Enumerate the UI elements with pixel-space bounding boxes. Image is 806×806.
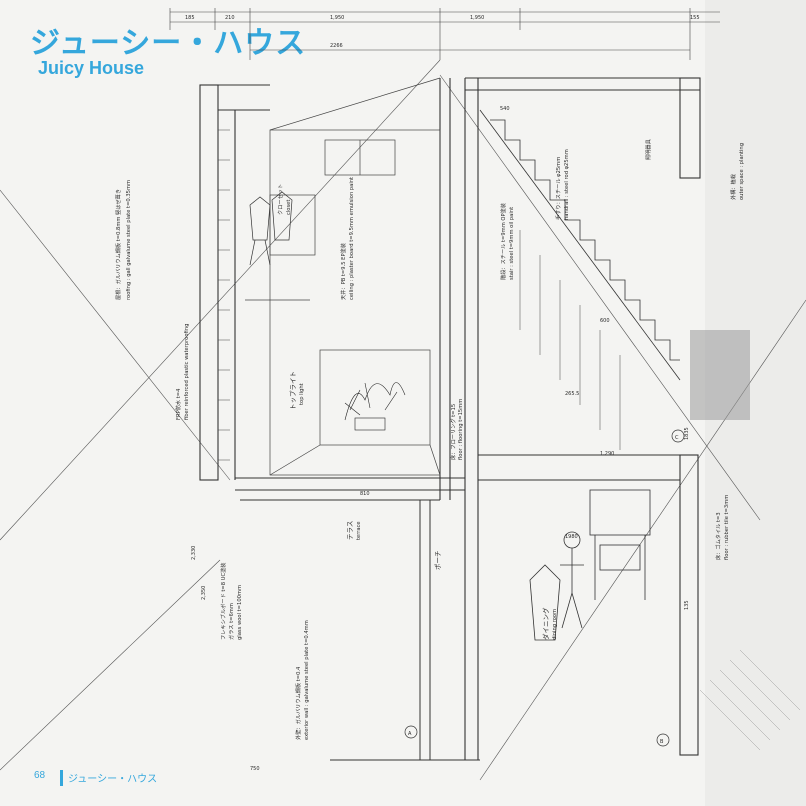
dimension-label: 210 [225, 15, 235, 21]
note-outer-en: outer space : planting [739, 143, 745, 200]
note-floor-2: 床：フローリング t=15 [449, 404, 457, 460]
dining-furniture [529, 489, 651, 641]
dimension-label: 810 [360, 491, 370, 497]
dimension-label: 750 [250, 766, 260, 772]
grid-marker-b: B [660, 739, 664, 745]
note-ceiling: 天井：PB t=9.5 EP塗装 [339, 243, 347, 300]
wall-stud-ticks [218, 129, 230, 461]
interior-perspective-room [245, 77, 441, 476]
top-dimension-lines [169, 8, 720, 60]
note-closet: クローゼット [276, 184, 284, 215]
note-handrail: 手すり：スチール φ25mm [554, 157, 562, 220]
footer-accent-bar [60, 770, 63, 786]
grid-markers [404, 429, 685, 747]
right-building-walls [464, 77, 701, 760]
note-floor-en: fiber reinforced plastic waterproofing [184, 324, 190, 420]
label-terrace-en: terrace [356, 521, 362, 540]
note-wall-3: glass wool t=100mm [237, 585, 243, 640]
grid-marker-a: A [408, 731, 412, 737]
dimension-label: 135 [684, 600, 690, 610]
note-light: 照明器具 [645, 139, 652, 160]
person-figure [560, 531, 584, 629]
dimension-label: 1835 [684, 427, 690, 440]
staircase [479, 109, 681, 381]
interior-rotated-notes: クローゼット closet 天井：PB t=9.5 EP塗装 ceiling :… [276, 177, 464, 540]
note-outer: 外構：植栽 [729, 174, 737, 200]
dimension-label: 2266 [330, 43, 343, 49]
hanging-clothes-icon [249, 191, 293, 266]
footer-title: ジューシー・ハウス [68, 774, 158, 785]
dimension-label: 265.5 [565, 391, 579, 397]
dimension-label: 155 [690, 15, 700, 21]
note-stair: 階段：スチール t=9mm OP塗装 [499, 203, 507, 280]
page-title-english: Juicy House [38, 58, 145, 78]
dimension-label: 540 [500, 106, 510, 112]
diagonal-section-lines [0, 59, 806, 781]
dimension-label: 2,350 [201, 586, 207, 600]
dimension-label: 1980 [565, 534, 578, 540]
note-handrail-en: handrail : steel rod φ25mm [564, 149, 570, 220]
note-rubber-floor-en: floor : rubber tile t=3mm [724, 495, 730, 560]
dimension-label: 1,290 [600, 451, 614, 457]
dimension-label: 2,330 [191, 546, 197, 560]
grid-marker-c: C [675, 435, 679, 441]
note-roof-en: roofing : gall galvalume steel plate t=0… [126, 180, 132, 300]
dimension-label: 1,950 [330, 15, 344, 21]
left-rotated-notes: 屋根：ガルバリウム鋼板 t=0.8mm 竪はぜ葺き roofing : gall… [114, 180, 310, 740]
note-roof: 屋根：ガルバリウム鋼板 t=0.8mm 竪はぜ葺き [114, 189, 122, 300]
dimension-label: 1,950 [470, 15, 484, 21]
label-dining: ダイニング [541, 607, 550, 640]
dimension-label: 600 [600, 318, 610, 324]
note-exterior: 外壁：ガルバリウム鋼板 t=0.4 [294, 666, 302, 740]
ground-hatching [699, 649, 801, 751]
label-top-light: トップライト [289, 371, 297, 410]
note-exterior-en: exterior wall : galvalume steel plate t=… [304, 620, 310, 740]
note-floor-2-en: floor : flooring t=15mm [458, 399, 464, 460]
label-terrace: テラス [346, 521, 354, 540]
note-wall-2: ガラス t=6mm [227, 603, 235, 640]
note-stair-en: stair : steel t=9mm oil paint [509, 207, 515, 280]
note-rubber-floor: 床：ゴムタイル t=3 [714, 512, 722, 560]
note-closet-en: closet [286, 200, 292, 215]
note-floor: FRP防水 t=4 [174, 388, 182, 420]
left-building-walls [199, 78, 465, 500]
dimension-label: 185 [185, 15, 195, 21]
right-rotated-notes: 階段：スチール t=9mm OP塗装 stair : steel t=9mm o… [434, 139, 745, 640]
label-entrance: ポーチ [434, 551, 442, 571]
label-dining-en: dining room [552, 609, 558, 640]
potted-plant-icon [344, 382, 406, 431]
note-wall-1: フレキシブルボード t=8 UC塗装 [219, 563, 227, 640]
halftone-window-panel [690, 330, 750, 420]
page-title-japanese: ジューシー・ハウス [30, 26, 307, 61]
page-number: 68 [34, 770, 46, 781]
stair-handrail-rods [519, 230, 621, 450]
lower-floor-slab [240, 499, 480, 761]
label-top-light-en: top light [299, 383, 305, 405]
note-ceiling-en: ceiling : plaster board t=9.5mm emulsion… [349, 177, 355, 300]
